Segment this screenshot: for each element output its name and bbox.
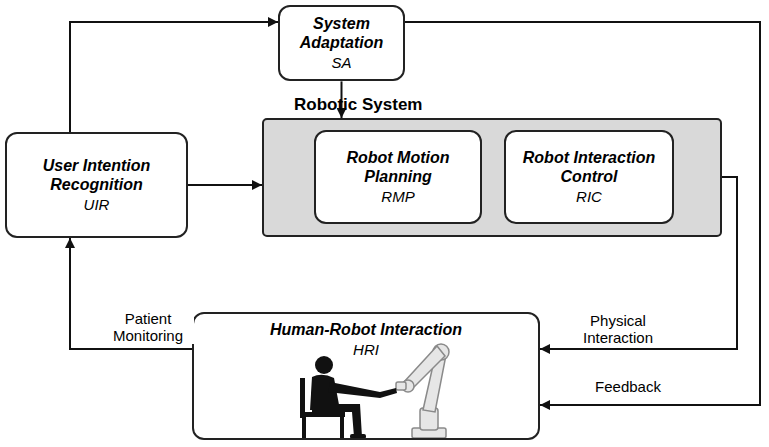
process-box: Robot Interaction ControlRIC	[504, 130, 674, 224]
box-abbreviation: UIR	[84, 196, 110, 214]
box-abbreviation: RMP	[381, 188, 414, 206]
box-title: User Intention Recognition	[7, 156, 186, 194]
box-title: System Adaptation	[280, 14, 403, 52]
connector-arrow	[70, 22, 278, 132]
box-title: Robot Interaction Control	[506, 148, 672, 186]
connector-label: Feedback	[588, 378, 668, 395]
system-band: Robotic SystemRobot Motion PlanningRMPRo…	[262, 118, 722, 237]
group-heading: Robotic System	[294, 95, 422, 115]
box-abbreviation: RIC	[576, 188, 602, 206]
connector-label: Patient Monitoring	[102, 310, 194, 344]
connector-arrow	[188, 184, 262, 186]
box-title: Robot Motion Planning	[316, 148, 480, 186]
process-box: Robot Motion PlanningRMP	[314, 130, 482, 224]
box-abbreviation: SA	[331, 54, 351, 72]
box-abbreviation: HRI	[353, 341, 379, 359]
interaction-box: Human-Robot InteractionHRI	[192, 312, 540, 440]
box-title: Human-Robot Interaction	[264, 320, 468, 339]
process-box: System AdaptationSA	[278, 5, 405, 81]
person	[310, 356, 397, 439]
patient-robot-illustration	[300, 344, 449, 439]
robot-arm	[396, 344, 449, 438]
process-box: User Intention RecognitionUIR	[5, 132, 188, 238]
connector-label: Physical Interaction	[574, 312, 662, 346]
